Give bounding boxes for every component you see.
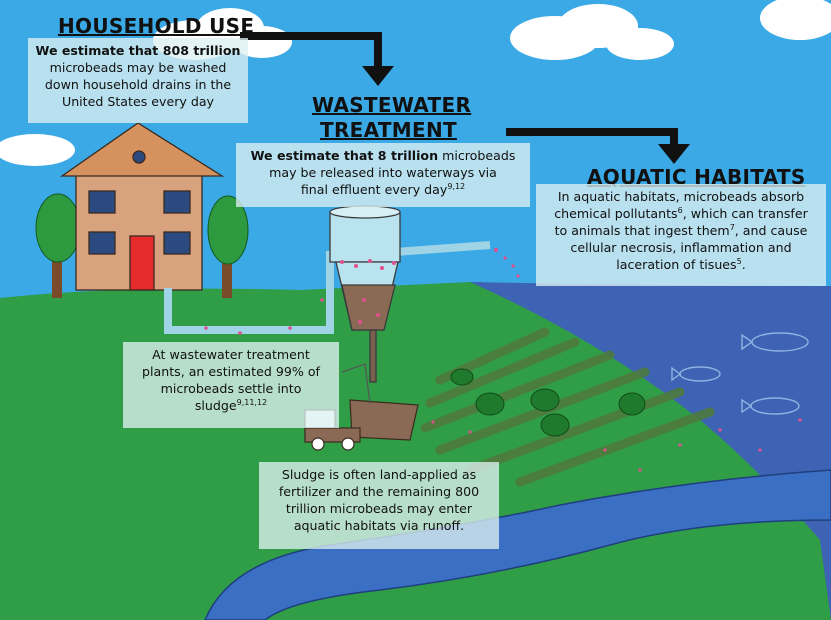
note-wastewater-citation: 9,12	[447, 181, 466, 191]
heading-wastewater: WASTEWATER	[312, 93, 472, 117]
house	[59, 122, 225, 291]
note-sludge-line-2: plants, an estimated 99% of	[142, 364, 320, 379]
tree-left	[35, 193, 81, 298]
note-runoff-line-3: trillion microbeads may enter	[285, 501, 473, 516]
note-aquatic-line-3-rest: , and cause	[734, 223, 808, 238]
field-shrubs	[450, 368, 646, 437]
note-aquatic-citation-7: 7	[729, 222, 735, 232]
note-sludge-line-1: At wastewater treatment	[152, 347, 310, 362]
fish	[671, 332, 809, 415]
note-aquatic-line-1: In aquatic habitats, microbeads absorb	[557, 189, 805, 204]
note-aquatic-citation-6: 6	[677, 205, 683, 215]
note-runoff: Sludge is often land-applied as fertiliz…	[259, 462, 499, 549]
note-runoff-line-1: Sludge is often land-applied as	[281, 467, 477, 482]
note-wastewater-treatment: We estimate that 8 trillion microbeads m…	[236, 143, 530, 207]
note-household-bold: We estimate that 808 trillion	[35, 43, 241, 58]
note-wastewater-bold: We estimate that 8 trillion	[250, 148, 439, 163]
note-aquatic-line-5: laceration of tisues	[616, 257, 737, 272]
heading-treatment: TREATMENT	[320, 118, 457, 142]
microbeads	[204, 248, 802, 472]
note-sludge-line-3: microbeads settle into	[160, 381, 302, 396]
note-household-line-4: United States every day	[61, 94, 215, 109]
note-aquatic-citation-5: 5	[736, 256, 742, 266]
note-runoff-line-4: aquatic habitats via runoff.	[293, 518, 465, 533]
flow-arrow-household-to-wastewater	[240, 32, 394, 86]
note-aquatic-line-3: to animals that ingest them	[554, 223, 730, 238]
note-aquatic-line-2: chemical pollutants	[554, 206, 678, 221]
note-household-use: We estimate that 808 trillion microbeads…	[28, 38, 248, 123]
note-runoff-line-2: fertilizer and the remaining 800	[278, 484, 480, 499]
note-wastewater-line-2: may be released into waterways via	[269, 165, 497, 180]
note-sludge: At wastewater treatment plants, an estim…	[123, 342, 339, 428]
note-sludge-citation: 9,11,12	[236, 397, 268, 407]
note-household-line-2: microbeads may be washed	[49, 60, 227, 75]
note-aquatic-line-2-rest: , which can transfer	[682, 206, 808, 221]
heading-household-use: HOUSEHOLD USE	[58, 14, 255, 38]
flow-arrow-wastewater-to-aquatic	[506, 128, 690, 164]
tree-right	[207, 195, 249, 298]
note-wastewater-line-1-rest: microbeads	[438, 148, 516, 163]
note-aquatic-line-4: cellular necrosis, inflammation and	[570, 240, 792, 255]
note-wastewater-line-3: final effluent every day	[300, 182, 448, 197]
note-aquatic-line-5-rest: .	[741, 257, 746, 272]
note-sludge-line-4: sludge	[194, 398, 237, 413]
treatment-tank	[329, 205, 401, 383]
note-household-line-3: down household drains in the	[44, 77, 232, 92]
note-aquatic-habitats: In aquatic habitats, microbeads absorb c…	[536, 184, 826, 286]
lake	[470, 282, 831, 620]
